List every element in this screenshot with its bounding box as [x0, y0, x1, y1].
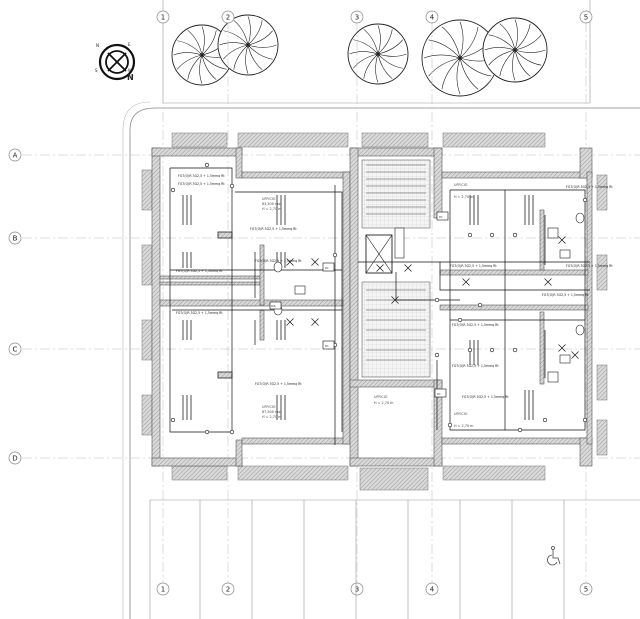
grid-col-2-top: 2: [226, 14, 230, 22]
cable-label: FG7(O)R 3G2,5 + 1,5mmq Rt: [452, 364, 499, 368]
grid-col-5-top: 5: [584, 14, 588, 22]
cable-label: FG7(O)R 3G2,5 + 1,5mmq Rt: [450, 264, 497, 268]
cable-label: FG7(O)R 3G2,5 + 1,5mmq Rt: [452, 323, 499, 327]
grid-col-4-bottom: 4: [430, 586, 435, 594]
tree-icon: [347, 23, 409, 85]
cable-label: FG7(O)R 3G2,5 + 1,5mmq Rt: [566, 185, 613, 189]
cable-label: FG7(O)R 3G2,5 + 1,5mmq Rt: [178, 174, 225, 178]
room-1-area: 63,500 mq: [262, 202, 280, 206]
cable-label: FG7(O)R 3G2,5 + 1,5mmq Rt: [462, 395, 509, 399]
room-4-name: UFFICIO: [454, 412, 468, 416]
room-4-height: H = 2,70 m: [454, 424, 474, 428]
outlet-symbols: [170, 162, 588, 435]
compass-letter-w: W: [128, 68, 132, 73]
light-fixture-symbols: [286, 236, 579, 359]
cable-label: FG7(O)R 3G2,5 + 1,5mmq Rt: [255, 382, 302, 386]
room-3-area: 67,500 mq: [262, 410, 280, 414]
compass-icon: N E S W N: [95, 42, 136, 82]
cable-label: FG7(O)R 3G2,5 + 1,5mmq Rt: [176, 311, 223, 315]
compass-letter-e: E: [128, 42, 131, 47]
cable-label: FG7(O)R 3G2,5 + 1,5mmq Rt: [178, 182, 225, 186]
room-5-height: H = 2,70 m: [374, 401, 394, 405]
grid-col-1-top: 1: [161, 14, 165, 22]
compass-letter-s: S: [95, 68, 98, 73]
tree-icon: [421, 19, 499, 97]
pc-tag-1: PC: [325, 266, 329, 270]
grid-row-c: C: [13, 346, 18, 354]
cable-label: FG7(O)R 3G2,5 + 1,5mmq Rt: [250, 227, 297, 231]
building-walls: [151, 147, 593, 467]
grid-row-b: B: [13, 235, 18, 243]
pc-tag-4: PC: [437, 392, 441, 396]
room-1-height: H = 2,70 m: [262, 207, 282, 211]
north-label: N: [127, 73, 134, 82]
grid-col-1-bottom: 1: [161, 586, 165, 594]
room-1-name: UFFICIO: [262, 197, 276, 201]
cable-label: FG7(O)R 3G2,5 + 1,5mmq Rt: [176, 269, 223, 273]
panel-tags: PC PC PC PC RIS: [269, 211, 449, 398]
tree-icon: [482, 17, 548, 83]
grid-col-2-bottom: 2: [226, 586, 230, 594]
parking-area: [149, 499, 640, 619]
tree-icon: [217, 14, 279, 76]
grid-row-d: D: [12, 455, 17, 463]
cable-label: FG7(O)R 3G2,5 + 1,5mmq Rt: [566, 264, 613, 268]
accessible-parking-icon: [547, 546, 561, 566]
compass-letter-n: N: [96, 43, 99, 48]
cable-label: FG7(O)R 3G2,5 + 1,5mmq Rt: [542, 293, 589, 297]
room-5-name: UFFICIO: [374, 395, 388, 399]
grid-col-5-bottom: 5: [584, 586, 588, 594]
cable-label: FG7(O)R 3G2,5 + 1,5mmq Rt: [255, 259, 302, 263]
grid-col-3-top: 3: [355, 14, 359, 22]
garden-area: [122, 0, 640, 619]
trees: [171, 14, 548, 97]
electrical-wiring: [169, 167, 590, 445]
grid-col-4-top: 4: [430, 14, 435, 22]
cable-labels: FG7(O)R 3G2,5 + 1,5mmq Rt FG7(O)R 3G2,5 …: [176, 174, 613, 399]
exterior-windows: [141, 132, 608, 491]
pc-tag-2: PC: [325, 344, 329, 348]
pc-tag-3: PC: [439, 215, 443, 219]
structural-grid: 1 2 3 4 5 1 2 3 4 5 A B C D: [8, 10, 640, 596]
grid-col-3-bottom: 3: [355, 586, 359, 594]
room-2-name: UFFICIO: [454, 183, 468, 187]
grid-row-a: A: [13, 152, 18, 160]
room-2-height: H = 2,70 m: [454, 195, 474, 199]
room-3-name: UFFICIO: [262, 405, 276, 409]
riser-tag: RIS: [271, 304, 276, 308]
room-labels: UFFICIO 63,500 mq H = 2,70 m UFFICIO H =…: [262, 183, 474, 428]
room-3-height: H = 2,70 m: [262, 415, 282, 419]
